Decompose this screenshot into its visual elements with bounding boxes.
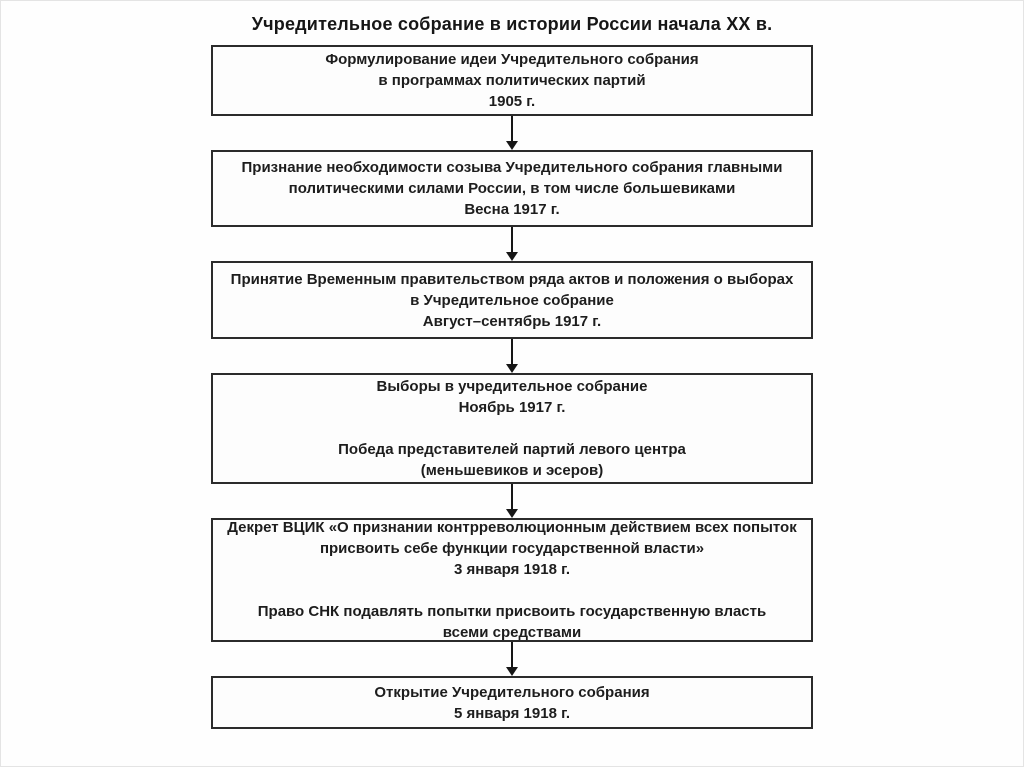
page-title: Учредительное собрание в истории России … — [251, 14, 773, 34]
flow-box-decree-vcik: Декрет ВЦИК «О признании контрреволюцион… — [211, 518, 813, 642]
arrow-head-icon — [506, 509, 518, 518]
box-text-line: в программах политических партий — [378, 72, 646, 89]
box-text-line: Принятие Временным правительством ряда а… — [230, 270, 794, 288]
box-paragraph: Декрет ВЦИК «О признании контрреволюцион… — [227, 517, 796, 580]
box-paragraph: Победа представителей партий левого цент… — [338, 439, 686, 481]
down-arrow-5 — [211, 642, 813, 676]
box-text-line: всеми средствами — [442, 624, 582, 641]
box-text-line: Открытие Учредительного собрания — [374, 683, 650, 701]
box-text-line: присвоить себе функции государственной в… — [319, 540, 705, 557]
box-text-line: Выборы в учредительное собрание — [376, 378, 648, 395]
arrow-shaft — [511, 484, 513, 509]
arrow-shaft — [511, 227, 513, 252]
arrow-shaft — [511, 339, 513, 364]
box-text-line: политическими силами России, в том числе… — [288, 180, 736, 197]
down-arrow-1 — [211, 116, 813, 150]
arrow-head-icon — [506, 667, 518, 676]
box-text-line: Декрет ВЦИК «О признании контрреволюцион… — [227, 519, 797, 536]
box-text-line: Ноябрь 1917 г. — [458, 399, 566, 416]
flow-box-acts-elections: Принятие Временным правительством ряда а… — [211, 261, 813, 339]
arrow-shaft — [511, 116, 513, 141]
down-arrow-3 — [211, 339, 813, 373]
flow-box-recognition-1917: Признание необходимости созыва Учредител… — [211, 150, 813, 227]
box-text-line: 1905 г. — [488, 93, 536, 110]
flow-box-elections-november: Выборы в учредительное собрание Ноябрь 1… — [211, 373, 813, 484]
box-text-line: (меньшевиков и эсеров) — [420, 462, 604, 479]
box-paragraph: Принятие Временным правительством ряда а… — [231, 269, 794, 332]
box-text-line: Формулирование идеи Учредительного собра… — [325, 51, 699, 68]
box-text-line: 5 января 1918 г. — [453, 704, 571, 722]
box-text-line: Весна 1917 г. — [464, 201, 560, 218]
box-paragraph: Формулирование идеи Учредительного собра… — [325, 49, 698, 112]
flow-box-opening-1918: Открытие Учредительного собрания 5 январ… — [211, 676, 813, 729]
flow-box-idea-1905: Формулирование идеи Учредительного собра… — [211, 45, 813, 116]
box-text-line: Победа представителей партий левого цент… — [338, 441, 686, 458]
arrow-head-icon — [506, 141, 518, 150]
box-text-line: 3 января 1918 г. — [453, 561, 571, 578]
box-paragraph: Выборы в учредительное собрание Ноябрь 1… — [377, 376, 648, 418]
down-arrow-2 — [211, 227, 813, 261]
box-text-line: в Учредительное собрание — [410, 291, 614, 309]
box-paragraph: Признание необходимости созыва Учредител… — [242, 157, 783, 220]
arrow-shaft — [511, 642, 513, 667]
box-text-line: Право СНК подавлять попытки присвоить го… — [257, 603, 767, 620]
box-text-line: Признание необходимости созыва Учредител… — [241, 159, 783, 176]
box-text-line: Август–сентябрь 1917 г. — [422, 312, 602, 330]
flowchart: Формулирование идеи Учредительного собра… — [211, 45, 813, 729]
arrow-head-icon — [506, 364, 518, 373]
box-paragraph: Открытие Учредительного собрания 5 январ… — [374, 682, 649, 724]
down-arrow-4 — [211, 484, 813, 518]
box-paragraph: Право СНК подавлять попытки присвоить го… — [258, 601, 766, 643]
arrow-head-icon — [506, 252, 518, 261]
